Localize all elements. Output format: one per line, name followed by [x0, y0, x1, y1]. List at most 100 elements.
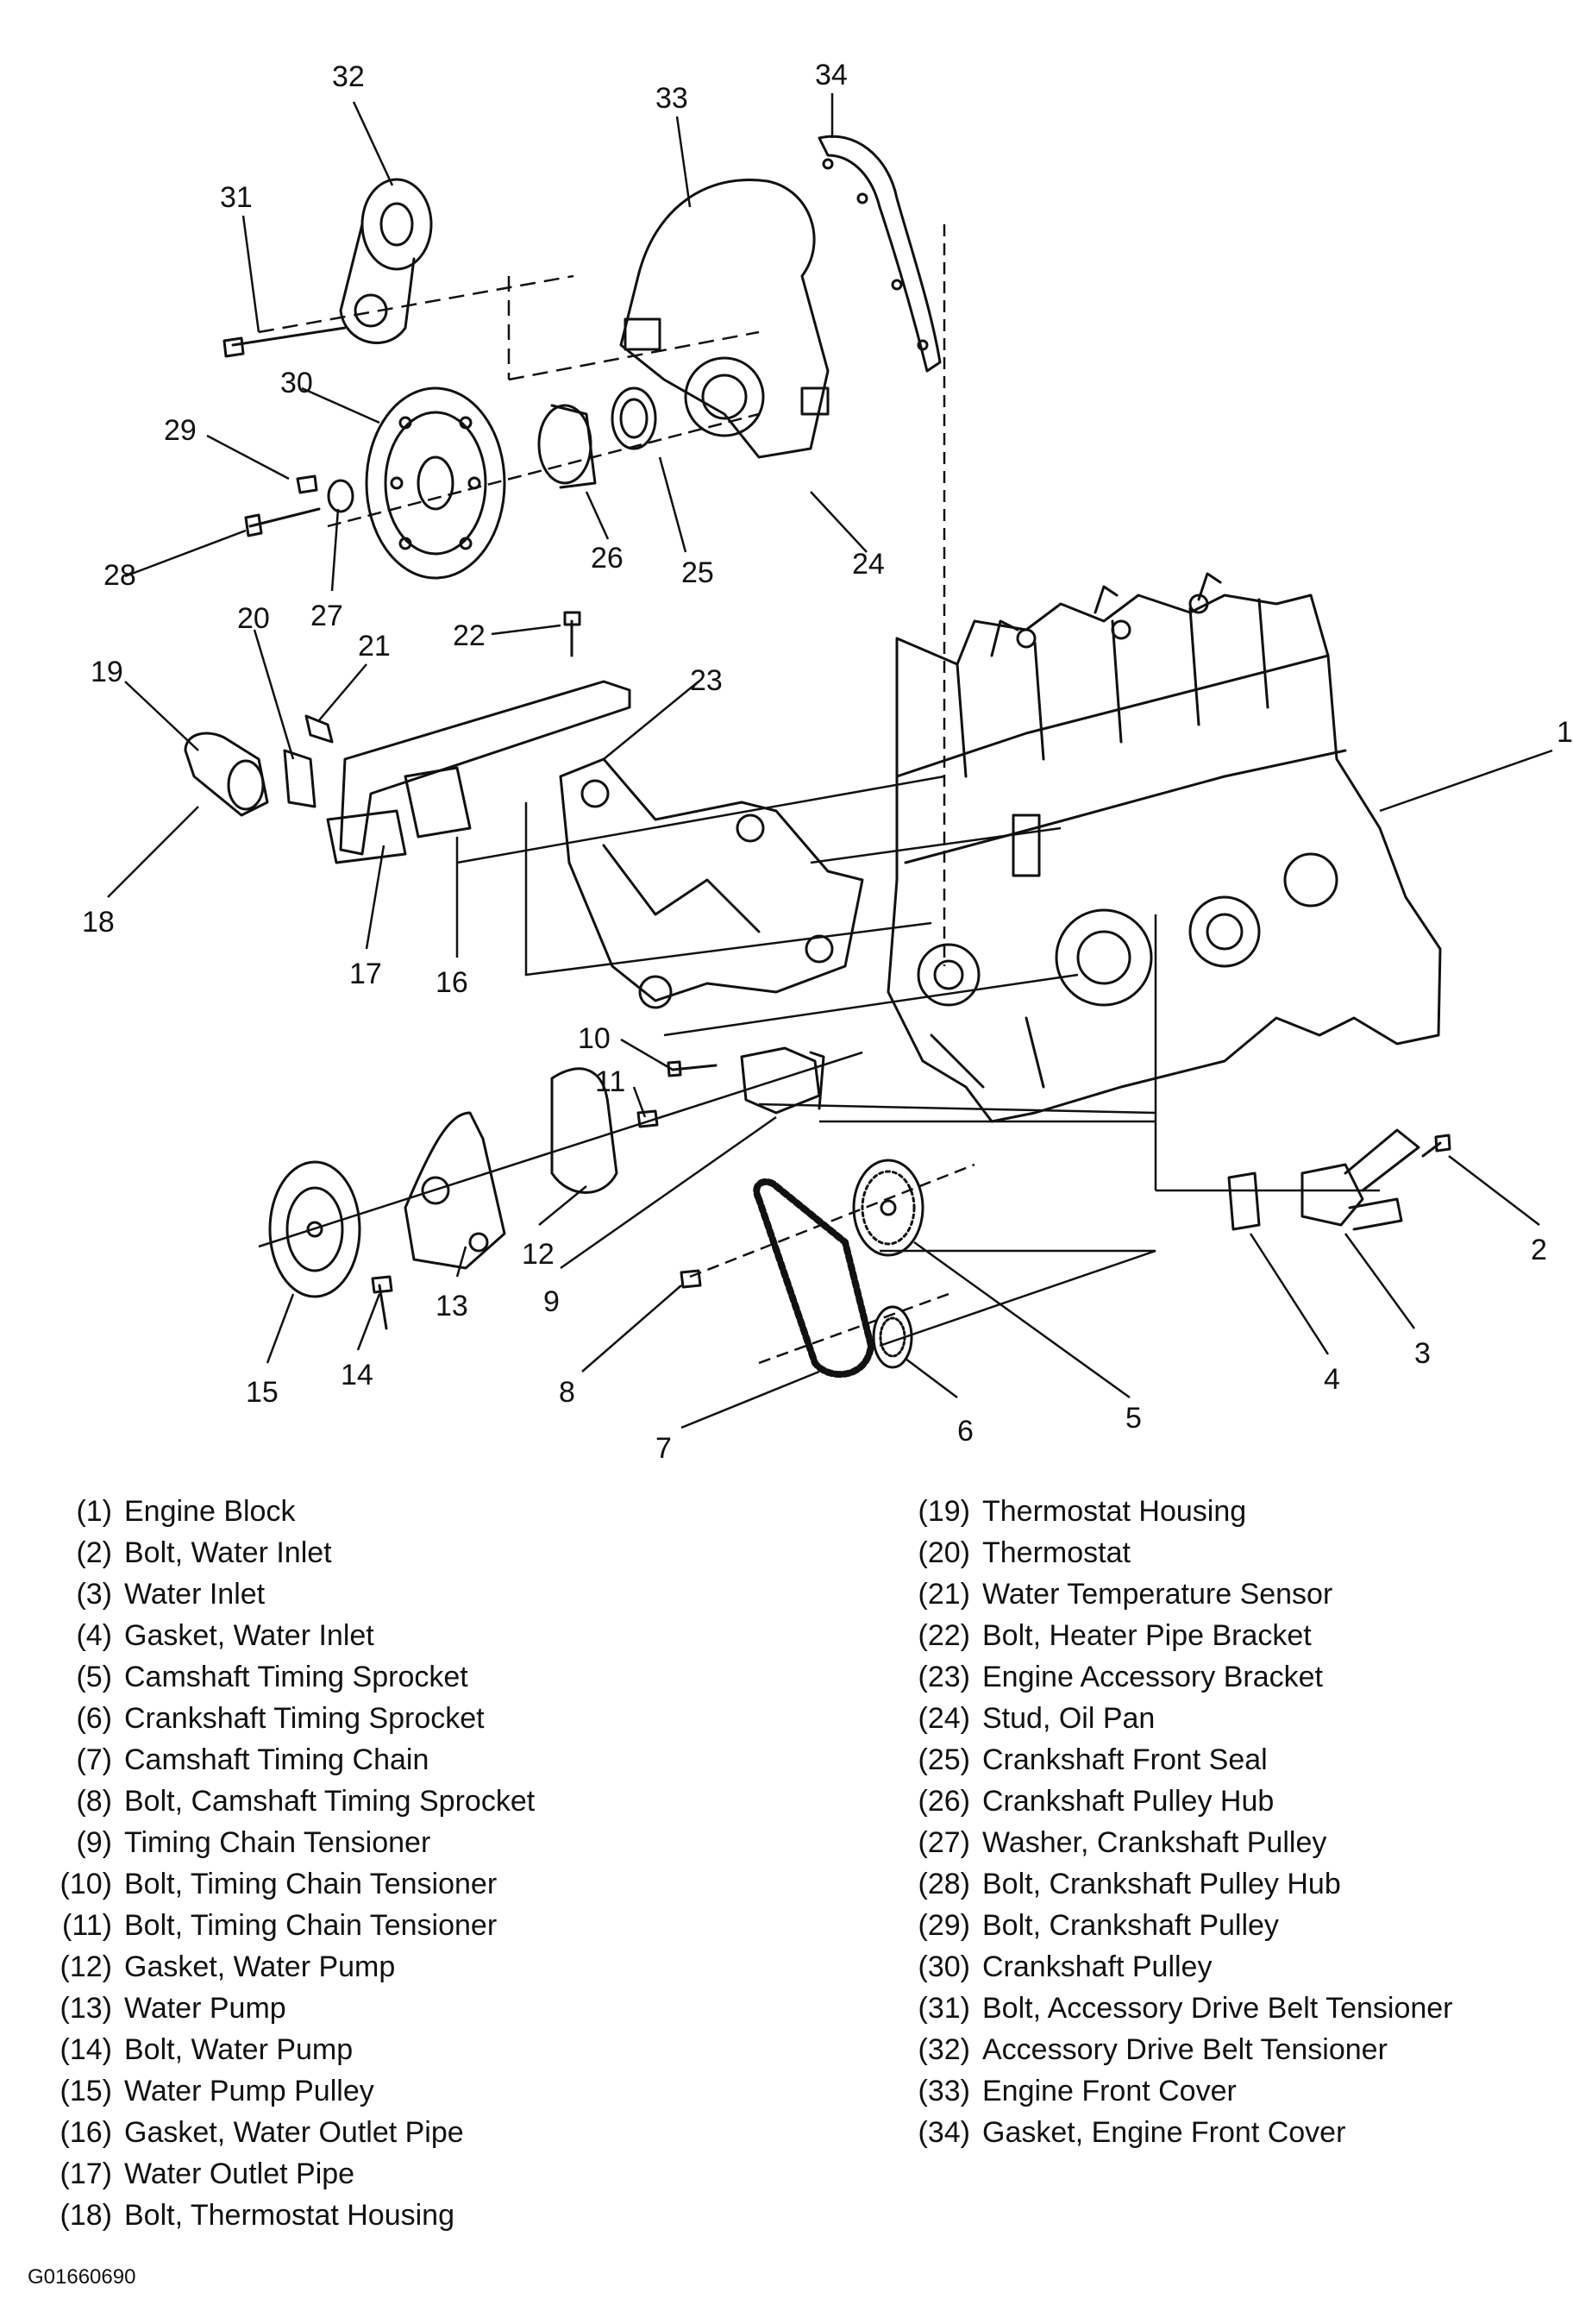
legend-item: (12) Gasket, Water Pump: [26, 1946, 768, 1988]
callout-2: 2: [1531, 1234, 1547, 1266]
legend-item-label: Crankshaft Pulley Hub: [982, 1785, 1275, 1818]
callout-34: 34: [815, 59, 848, 91]
legend-item-label: Timing Chain Tensioner: [124, 1826, 431, 1859]
callout-11: 11: [595, 1065, 625, 1098]
legend-item: (13) Water Pump: [26, 1988, 768, 2029]
legend-item-label: Gasket, Engine Front Cover: [982, 2116, 1346, 2149]
legend-item-number: (12): [60, 1950, 112, 1983]
crankshaft-front-seal-drawing: [611, 386, 657, 450]
legend-item-label: Stud, Oil Pan: [982, 1702, 1156, 1735]
legend-item: (22)Bolt, Heater Pipe Bracket: [888, 1615, 1561, 1656]
camshaft-timing-sprocket-drawing: [852, 1159, 924, 1257]
thermostat-drawing: [283, 749, 316, 808]
callout-3: 3: [1414, 1337, 1431, 1370]
legend-left-column: (1)Engine Block(2)Bolt, Water Inlet(3)Wa…: [26, 1491, 768, 2236]
legend-item: (14)Bolt, Water Pump: [26, 2029, 768, 2070]
callout-10: 10: [578, 1022, 611, 1055]
legend-item-label: Bolt, Crankshaft Pulley Hub: [982, 1868, 1341, 1900]
legend-item-number: (5): [76, 1661, 112, 1693]
legend-item-label: Thermostat: [982, 1536, 1131, 1569]
thermostat-housing-drawing: [184, 732, 269, 817]
legend-item: (25)Crankshaft Front Seal: [888, 1739, 1561, 1781]
engine-block-drawing: [887, 572, 1442, 1123]
legend-item-number: (7): [76, 1743, 112, 1776]
callout-24: 24: [852, 548, 885, 581]
legend-item: (19)Thermostat Housing: [888, 1491, 1561, 1532]
accessory-drive-belt-tensioner-drawing: [339, 178, 433, 344]
legend-item: (29)Bolt, Crankshaft Pulley: [888, 1905, 1561, 1946]
callout-21: 21: [358, 630, 391, 663]
legend-item-number: (18): [60, 2199, 112, 2232]
legend-item-label: Gasket, Water Pump: [124, 1950, 396, 1983]
legend-item: (4)Gasket, Water Inlet: [26, 1615, 768, 1656]
legend-item-label: Camshaft Timing Chain: [124, 1743, 429, 1776]
engine-accessory-bracket-drawing: [559, 757, 864, 1009]
legend-item-label: Engine Front Cover: [982, 2075, 1237, 2107]
alignment-lines: [258, 224, 1380, 1365]
legend-item: (15)Water Pump Pulley: [26, 2070, 768, 2112]
legend-item: (31)Bolt, Accessory Drive Belt Tensioner: [888, 1988, 1561, 2029]
legend-item-number: (13): [60, 1992, 112, 2025]
callout-22: 22: [453, 619, 486, 652]
crankshaft-pulley-hub-bolt-drawing: [244, 507, 321, 537]
legend-item: (18)Bolt, Thermostat Housing: [26, 2195, 768, 2236]
callout-27: 27: [310, 600, 343, 632]
callout-25: 25: [681, 556, 714, 589]
legend-item-number: (11): [62, 1909, 112, 1942]
callout-33: 33: [655, 82, 688, 115]
water-pump-drawing: [404, 1111, 506, 1270]
callout-29: 29: [164, 414, 197, 447]
legend-item-number: (34): [918, 2116, 970, 2149]
figure-id: G01660690: [28, 2265, 136, 2289]
legend-item: (2)Bolt, Water Inlet: [26, 1532, 768, 1573]
tensioner-bolt-drawing: [222, 326, 347, 358]
crankshaft-pulley-bolt-drawing: [296, 474, 318, 494]
legend-item-label: Water Pump Pulley: [124, 2075, 374, 2107]
legend-item-number: (22): [918, 1619, 970, 1652]
legend-item-label: Gasket, Water Outlet Pipe: [124, 2116, 464, 2149]
legend-item: (7) Camshaft Timing Chain: [26, 1739, 768, 1781]
legend-item: (3)Water Inlet: [26, 1573, 768, 1615]
legend-item-label: Accessory Drive Belt Tensioner: [982, 2033, 1388, 2066]
callout-7: 7: [655, 1432, 672, 1465]
callout-14: 14: [341, 1359, 373, 1391]
legend-item: (1)Engine Block: [26, 1491, 768, 1532]
legend-item-label: Bolt, Crankshaft Pulley: [982, 1909, 1279, 1942]
callout-18: 18: [82, 906, 115, 939]
callout-6: 6: [957, 1415, 974, 1448]
legend-item-number: (8): [76, 1785, 112, 1818]
legend-item-number: (9): [76, 1826, 112, 1859]
legend-item-label: Washer, Crankshaft Pulley: [982, 1826, 1327, 1859]
legend-item: (24) Stud, Oil Pan: [888, 1698, 1561, 1739]
callout-16: 16: [436, 966, 468, 999]
legend-item-label: Engine Block: [124, 1495, 296, 1528]
legend-item-number: (23): [918, 1661, 970, 1693]
callout-28: 28: [103, 559, 136, 592]
legend-item-label: Water Pump: [124, 1992, 286, 2025]
camshaft-timing-sprocket-bolt-drawing: [680, 1269, 702, 1289]
legend-item-number: (24): [918, 1702, 970, 1735]
legend-item-number: (10): [60, 1868, 112, 1900]
water-inlet-gasket-drawing: [1227, 1171, 1261, 1231]
engine-front-cover-drawing: [619, 179, 830, 459]
legend-item-number: (6): [76, 1702, 112, 1735]
legend-item-label: Thermostat Housing: [982, 1495, 1247, 1528]
legend-item: (27)Washer, Crankshaft Pulley: [888, 1822, 1561, 1863]
legend-item-label: Gasket, Water Inlet: [124, 1619, 374, 1652]
legend-item-number: (25): [918, 1743, 970, 1776]
legend-item-number: (17): [60, 2158, 112, 2190]
crankshaft-pulley-drawing: [365, 386, 506, 580]
water-inlet-bolt-drawing: [1421, 1134, 1451, 1158]
legend-item: (6)Crankshaft Timing Sprocket: [26, 1698, 768, 1739]
exploded-engine-diagram: 1 2 3 4 5 6 7 8 9 10 11 12 13 14 15 16 1…: [82, 59, 1573, 1465]
legend-item-label: Bolt, Water Inlet: [124, 1536, 332, 1569]
legend-item-number: (21): [918, 1578, 970, 1611]
legend-item-number: (30): [918, 1950, 970, 1983]
legend-item-number: (3): [76, 1578, 112, 1611]
legend-item: (26)Crankshaft Pulley Hub: [888, 1781, 1561, 1822]
legend-item-label: Water Outlet Pipe: [124, 2158, 355, 2190]
timing-chain-tensioner-bolt-11-drawing: [636, 1109, 659, 1128]
callout-26: 26: [591, 542, 624, 575]
legend-item: (32)Accessory Drive Belt Tensioner: [888, 2029, 1561, 2070]
legend-item-label: Bolt, Timing Chain Tensioner: [124, 1868, 498, 1900]
